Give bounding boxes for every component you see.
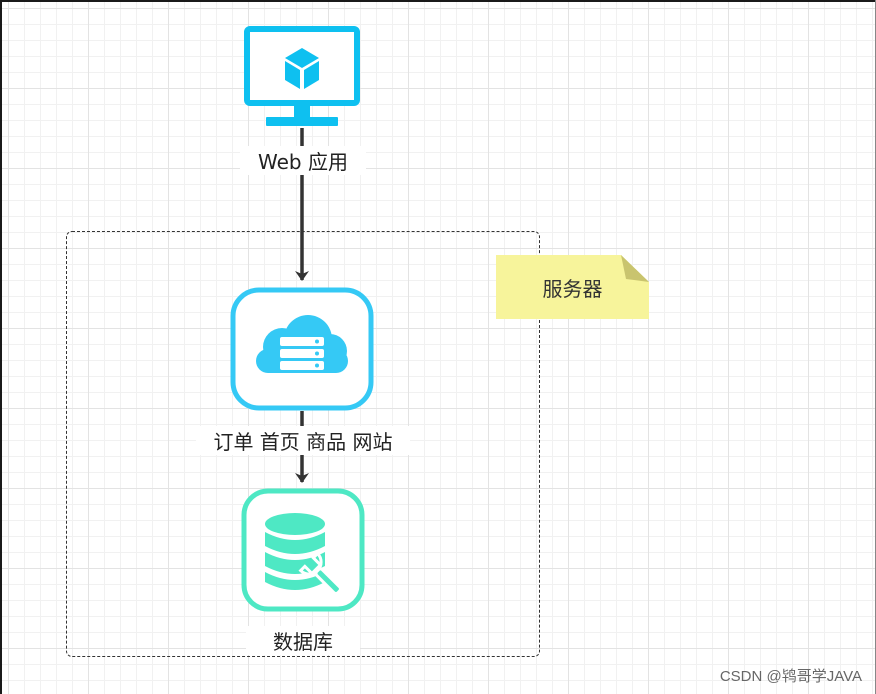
cloud-server-icon[interactable] (230, 287, 374, 411)
canvas-border-left (0, 0, 2, 694)
canvas-border-top (0, 0, 876, 2)
database-wrench-icon[interactable] (241, 488, 365, 612)
watermark: CSDN @鸨哥学JAVA (719, 668, 862, 685)
monitor-cube-icon[interactable] (244, 26, 360, 128)
web-app-label: Web 应用 (240, 146, 366, 175)
server-note[interactable]: 服务器 (496, 255, 649, 319)
database-label: 数据库 (246, 626, 360, 655)
server-note-text: 服务器 (542, 277, 603, 301)
app-server-label: 订单 首页 商品 网站 (196, 426, 410, 455)
